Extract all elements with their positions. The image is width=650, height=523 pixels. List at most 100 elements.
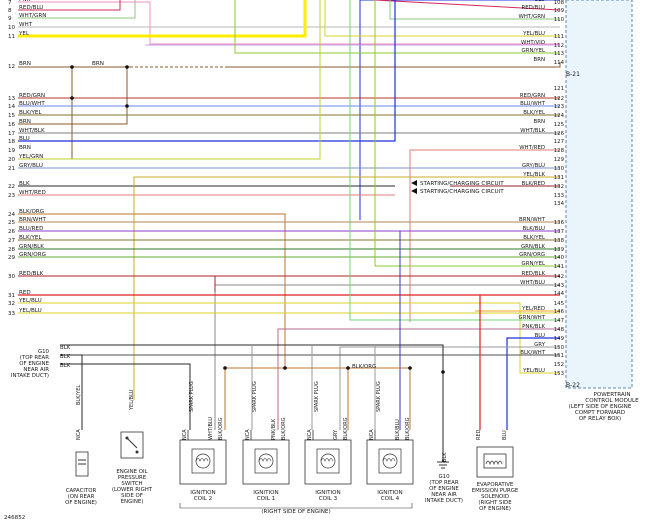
right-pin-wire-label: RED/GRN [520,93,545,99]
g10-line: G10 [38,349,50,355]
wire-blk [60,363,191,430]
right-pin-number: 108 [554,0,565,6]
starting-charging-refs: STARTING/CHARGING CIRCUIT STARTING/CHARG… [411,180,504,195]
pcm-label-line: OF RELAY BOX) [579,416,621,422]
left-pin-wire-label: RED/GRN [19,93,45,99]
left-pin-wire-label: BLK/ORG [19,209,44,215]
switch-node [135,450,139,454]
arrow-icon [411,188,417,194]
left-pin-wire-label: BRN [19,119,31,125]
vlabel-nca: NCA [369,429,375,440]
coil-winding [258,458,272,462]
connector-b22-label: B-22 [566,382,580,389]
left-pin-number: 15 [8,113,16,119]
right-pin-number: 139 [554,247,565,253]
wire-yel-grn [18,0,321,160]
wire-blu [359,0,560,220]
oil-switch-label-line: ENGINE) [121,499,144,505]
left-pin-number: 10 [8,25,16,31]
wire-pnk-blk [277,328,560,430]
right-side-bracket [179,503,413,509]
left-pin-wire-label: GRN/BLK [19,244,44,250]
vlabel-pnk-blk: PNK/BLK [271,418,277,440]
left-pin-number: 21 [8,166,16,172]
left-pin-number: 20 [8,157,16,163]
left-pin-number: 22 [8,184,15,190]
oil-switch-label-line: PRESSURE [118,475,147,481]
right-pin-wire-label: BLU [535,333,545,339]
coil-core [316,448,340,474]
evap-label: EVAPORATIVE EMISSION PURGE SOLENOID (RIG… [472,482,519,512]
pcm-label-line: (LEFT SIDE OF ENGINE [569,404,632,410]
evap-label-line: SOLENOID [481,494,509,500]
capacitor-label-line: (ON REAR [68,494,95,500]
coil-winding [382,458,396,462]
right-pin-number: 134 [554,201,565,207]
vlabel-blk: BLK [442,452,448,462]
oil-switch-label-line: ENGINE OIL [116,469,147,475]
wire-wht-blu [214,284,560,430]
wire-grn-wht [349,0,560,321]
left-pin-wire-label: YEL/GRN [18,154,43,160]
vlabel-spark-plug: SPARK PLUG [376,381,382,412]
right-pin-wire-label: WHT/GRN [519,14,545,20]
left-pin-number: 28 [8,247,16,253]
wire-yel [18,0,307,38]
wire-blu [18,0,396,142]
vlabel-spark-plug: SPARK PLUG [252,381,258,412]
left-pin-number: 12 [8,64,15,70]
wire-wht-grn [389,0,560,20]
coil2-label: IGNITION [190,490,215,496]
right-pin-number: 145 [554,301,564,307]
right-pin-number: 113 [554,51,564,57]
right-pin-wire-label: YEL/RED [521,306,545,312]
left-pin-number: 7 [8,0,12,6]
vlabel-spark-plug: SPARK PLUG [189,381,195,412]
left-pin-wire-label: BRN/WHT [19,217,47,223]
g10-wire-label: BLK [60,363,71,369]
left-pin-wire-label: BRN [19,145,31,151]
vlabel-blk-yel: BLK/YEL [76,385,82,405]
wire-gry [339,346,560,430]
left-pin-wire-label: YEL [18,31,30,37]
coil3-label: COIL 3 [319,496,338,502]
wire-layer [18,0,561,444]
wire-brn [18,67,128,125]
solenoid-coil [483,453,507,469]
right-pin-wire-label: RED/BLK [522,271,546,277]
wire-blu [506,337,560,430]
capacitor-label-line: CAPACITOR [66,488,97,494]
left-pin-number: 9 [8,16,12,22]
left-pin-wire-label: YEL/BLU [18,308,42,314]
oil-switch-label-line: SWITCH [121,481,142,487]
right-pin-number: 132 [554,184,564,190]
right-pin-wire-label: GRN/WHT [519,315,546,321]
right-pin-number: 110 [554,17,565,23]
coil-winding [195,458,209,462]
coil2-label: COIL 2 [194,496,212,502]
wire-grn-yel [374,0,560,267]
left-pin-number: 11 [8,34,16,40]
left-pin-wire-label: PNK [19,0,31,3]
right-side-label: (RIGHT SIDE OF ENGINE) [261,509,330,515]
left-pin-number: 33 [8,311,16,317]
right-pin-number: 125 [554,122,564,128]
right-pin-number: 126 [554,131,565,137]
vlabel-nca: NCA [182,429,188,440]
g10-right-ground [437,444,449,469]
splice-dot [441,370,445,374]
footer-code: 246852 [4,515,25,521]
vlabel-wht-blu: WHT/BLU [208,417,214,440]
vlabel-blk-org: BLK/ORG [405,417,411,440]
right-pin-wire-label: YEL/BLU [522,31,545,37]
right-pin-wire-label: BRN/WHT [519,217,546,223]
right-pin-wire-label: GRN/YEL [522,48,545,54]
wire-blk [420,344,444,372]
right-pin-number: 147 [554,318,564,324]
left-pin-wire-label: BLU/WHT [19,101,45,107]
vlabel-blu: BLU [502,430,508,440]
wire-grn-yel [234,0,560,54]
right-pin-wire-label: GRN/BLK [521,244,545,250]
coil-core [191,448,215,474]
vlabel-nca: NCA [307,429,313,440]
